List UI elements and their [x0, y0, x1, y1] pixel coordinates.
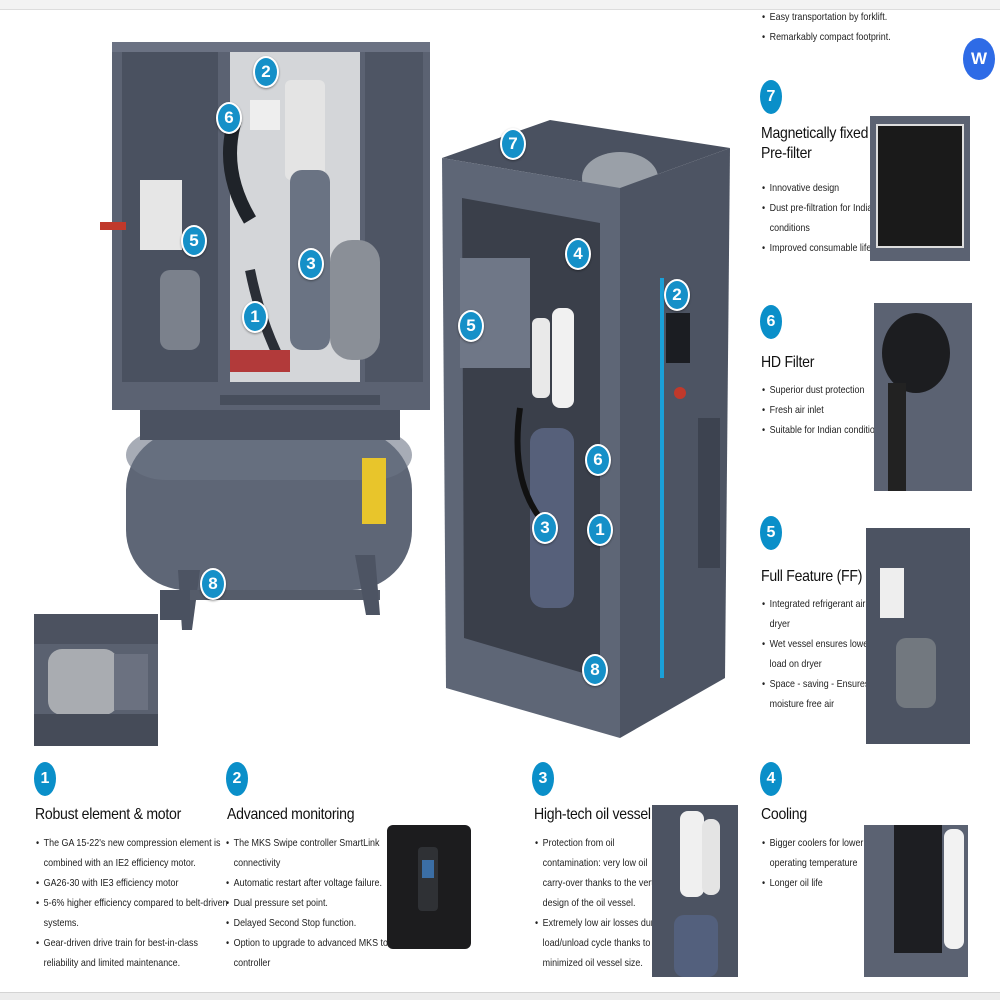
feature-bullet: Dual pressure set point.: [226, 893, 402, 913]
feature-bullet: Gear-driven drive train for best-in-clas…: [36, 933, 228, 973]
full-feature-photo: [866, 528, 970, 744]
callout-pin: 5: [458, 310, 484, 342]
feature-bullet: Longer oil life: [762, 873, 863, 893]
callout-pin: 2: [253, 56, 279, 88]
feature-bullets: The MKS Swipe controller SmartLinkconnec…: [226, 833, 402, 973]
feature-bullet: 5-6% higher efficiency compared to belt-…: [36, 893, 228, 933]
feature-bullets: The GA 15-22's new compression element i…: [36, 833, 228, 973]
top-scroll-edge: [0, 0, 1000, 10]
callout-pin: 8: [582, 654, 608, 686]
feature-bullet: Improved consumable life: [762, 238, 877, 258]
top-bullets: Easy transportation by forklift. Remarka…: [762, 7, 891, 47]
feature-number-badge: 6: [760, 305, 782, 339]
feature-title: High-tech oil vessel: [534, 806, 651, 823]
feature-number-badge: 2: [226, 762, 248, 796]
cooler-photo: [864, 825, 968, 977]
feature-title: HD Filter: [761, 354, 815, 371]
bottom-scroll-edge: [0, 992, 1000, 1000]
feature-bullet: Delayed Second Stop function.: [226, 913, 402, 933]
feature-title: Advanced monitoring: [227, 806, 355, 823]
feature-number-badge: 1: [34, 762, 56, 796]
feature-bullet: Automatic restart after voltage failure.: [226, 873, 402, 893]
feature-title: Robust element & motor: [35, 806, 182, 823]
feature-bullet: Fresh air inlet: [762, 400, 884, 420]
feature-bullets: Superior dust protection Fresh air inlet…: [762, 380, 884, 440]
feature-number-badge: 4: [760, 762, 782, 796]
callout-pin: 2: [664, 279, 690, 311]
tank-mounted-compressor-image: [100, 42, 430, 630]
callout-pin: 6: [216, 102, 242, 134]
feature-title: Full Feature (FF): [761, 568, 863, 585]
feature-bullets: Innovative design Dust pre-filtration fo…: [762, 178, 877, 258]
callout-pin: 5: [181, 225, 207, 257]
callout-pin: 4: [565, 238, 591, 270]
callout-pin: 1: [242, 301, 268, 333]
top-bullet: Easy transportation by forklift.: [762, 7, 891, 27]
feature-bullet: Suitable for Indian conditions: [762, 420, 884, 440]
feature-title: Cooling: [761, 806, 807, 823]
callout-pin: 8: [200, 568, 226, 600]
hd-filter-photo: [874, 303, 972, 491]
cabinet-compressor-image: [442, 120, 730, 738]
feature-bullet: Extremely low air losses duringload/unlo…: [535, 913, 667, 973]
oil-vessel-photo: [652, 805, 738, 977]
feature-number-badge: 3: [532, 762, 554, 796]
feature-bullet: Option to upgrade to advanced MKS touchc…: [226, 933, 402, 973]
prefilter-photo: [870, 116, 970, 261]
controller-photo: [387, 825, 471, 949]
callout-pin: 3: [298, 248, 324, 280]
w-extension-icon[interactable]: W: [963, 38, 995, 80]
motor-detail-photo: [34, 614, 158, 746]
callout-pin: 3: [532, 512, 558, 544]
feature-number-badge: 7: [760, 80, 782, 114]
feature-bullet: Superior dust protection: [762, 380, 884, 400]
callout-pin: 1: [587, 514, 613, 546]
top-bullet: Remarkably compact footprint.: [762, 27, 891, 47]
feature-bullet: The MKS Swipe controller SmartLinkconnec…: [226, 833, 402, 873]
feature-bullet: The GA 15-22's new compression element i…: [36, 833, 228, 873]
callout-pin: 7: [500, 128, 526, 160]
feature-bullet: GA26-30 with IE3 efficiency motor: [36, 873, 228, 893]
feature-title: Magnetically fixed Pre-filter: [761, 125, 869, 162]
callout-pin: 6: [585, 444, 611, 476]
feature-number-badge: 5: [760, 516, 782, 550]
feature-bullet: Innovative design: [762, 178, 877, 198]
